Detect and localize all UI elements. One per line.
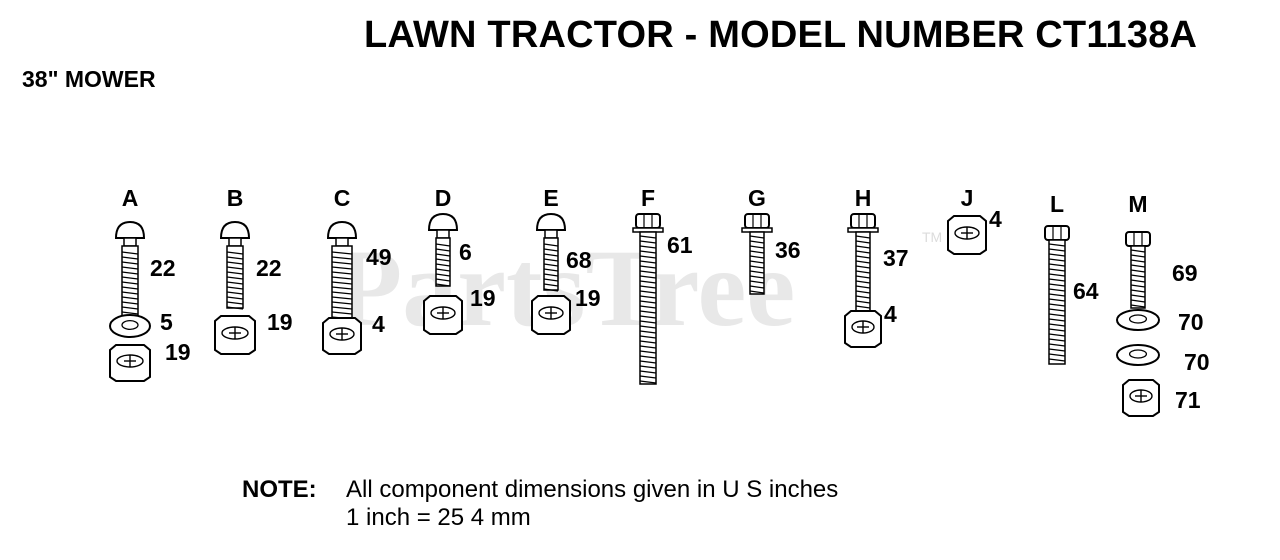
hardware-group-j: J4	[947, 185, 1002, 255]
note-line-1: All component dimensions given in U S in…	[346, 476, 839, 503]
part-number-callout: 19	[165, 339, 191, 365]
group-letter: A	[122, 185, 139, 211]
part-number-callout: 64	[1073, 278, 1099, 304]
group-letter: J	[961, 185, 974, 211]
group-letter: D	[435, 185, 452, 211]
bolt-head-icon	[326, 220, 358, 239]
group-letter: H	[855, 185, 872, 211]
group-letter: G	[748, 185, 766, 211]
group-letter: E	[543, 185, 558, 211]
part-number-callout: 68	[566, 247, 592, 273]
part-number-callout: 49	[366, 244, 392, 270]
group-letter: L	[1050, 191, 1064, 217]
note-line-2: 1 inch = 25 4 mm	[346, 504, 531, 531]
group-letter: M	[1128, 191, 1147, 217]
hardware-group-h: H 37 4	[844, 185, 909, 348]
part-number-callout: 37	[883, 245, 909, 271]
group-letter: C	[334, 185, 351, 211]
part-number-callout: 71	[1175, 387, 1201, 413]
bolt-head-icon	[427, 212, 459, 231]
part-number-callout: 69	[1172, 260, 1198, 286]
watermark-trademark: TM	[922, 229, 942, 245]
mower-label: 38" MOWER	[22, 66, 156, 92]
part-number-callout: 36	[775, 237, 801, 263]
part-number-callout: 19	[575, 285, 601, 311]
bolt-head-icon	[635, 213, 661, 229]
part-number-callout: 19	[267, 309, 293, 335]
note-label: NOTE:	[242, 476, 317, 503]
part-number-callout: 4	[989, 206, 1002, 232]
bolt-head-icon	[535, 212, 567, 231]
part-number-callout: 70	[1178, 309, 1204, 335]
bolt-head-icon	[219, 220, 251, 239]
bolt-head-icon	[1044, 225, 1070, 241]
hardware-group-d: D 6 19	[423, 185, 496, 335]
part-number-callout: 4	[372, 311, 385, 337]
part-number-callout: 19	[470, 285, 496, 311]
hardware-group-m: M 69 70 70 71	[1116, 191, 1210, 417]
bolt-head-icon	[114, 220, 146, 239]
page-title: LAWN TRACTOR - MODEL NUMBER CT1138A	[364, 14, 1198, 56]
bolt-head-icon	[850, 213, 876, 229]
bolt-head-icon	[744, 213, 770, 229]
part-number-callout: 4	[884, 301, 897, 327]
bolt-head-icon	[1125, 231, 1151, 247]
hardware-group-b: B 22 19	[214, 185, 293, 355]
part-number-callout: 6	[459, 239, 472, 265]
hardware-group-c: C 49 4	[322, 185, 392, 355]
part-number-callout: 61	[667, 232, 693, 258]
hardware-group-f: F 61	[632, 185, 693, 385]
bolt-shank-icon	[855, 231, 871, 319]
part-number-callout: 70	[1184, 349, 1210, 375]
hardware-group-g: G 36	[741, 185, 801, 295]
hardware-group-e: E 68 19	[531, 185, 601, 335]
group-letter: B	[227, 185, 244, 211]
hardware-group-a: A 22 5 19	[109, 185, 191, 382]
hardware-group-l: L 64	[1044, 191, 1099, 365]
part-number-callout: 22	[150, 255, 176, 281]
part-number-callout: 5	[160, 309, 173, 335]
group-letter: F	[641, 185, 655, 211]
part-number-callout: 22	[256, 255, 282, 281]
